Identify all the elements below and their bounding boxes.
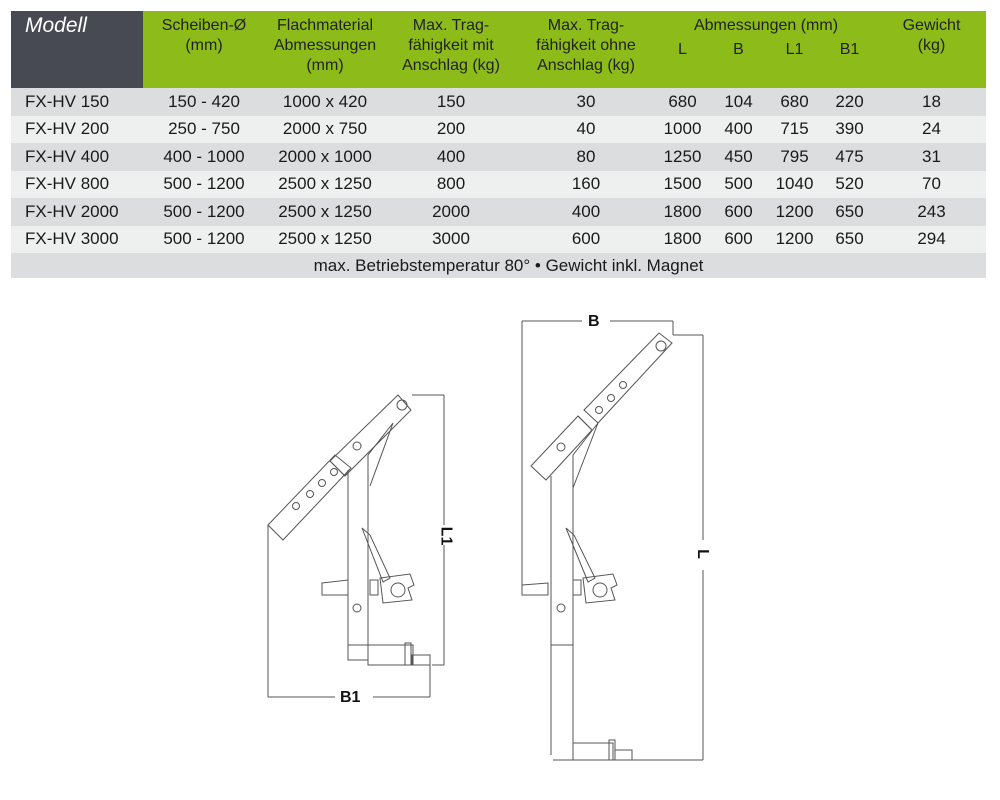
- value-cell: 1800: [663, 201, 702, 221]
- table-row: FX-HV 800 500 - 1200 2500 x 1250 800 160 1500…: [11, 170, 986, 198]
- value-cell: 1500: [663, 174, 702, 194]
- value-cell: 3000: [432, 229, 470, 249]
- value-cell: 160: [571, 174, 601, 194]
- value-cell: 800: [436, 174, 466, 194]
- value-cell: 220: [835, 91, 864, 111]
- table-footer-note: max. Betriebstemperatur 80° • Gewicht in…: [11, 253, 986, 278]
- value-cell: 650: [835, 229, 864, 249]
- header-weight: Gewicht (kg): [877, 11, 986, 88]
- header-model: Modell: [11, 11, 143, 88]
- header-dim-B: B: [733, 41, 744, 58]
- value-cell: 31: [922, 146, 941, 166]
- value-cell: 1800: [663, 229, 702, 249]
- value-cell: 104: [724, 91, 753, 111]
- value-cell: 450: [724, 146, 753, 166]
- value-cell: 150: [436, 91, 466, 111]
- value-cell: 70: [922, 174, 941, 194]
- header-dimensions: Abmessungen (mm) L B L1 B1: [655, 11, 877, 88]
- value-cell: 200: [436, 119, 466, 139]
- value-cell: 250 - 750: [168, 119, 240, 139]
- table-row: FX-HV 150 150 - 420 1000 x 420 150 30 680 104 6…: [11, 88, 986, 116]
- value-cell: 1200: [775, 201, 814, 221]
- value-cell: 2000 x 1000: [278, 146, 372, 166]
- value-cell: 500 - 1200: [163, 229, 245, 249]
- model-cell: FX-HV 150: [25, 91, 110, 111]
- value-cell: 1250: [663, 146, 702, 166]
- value-cell: 1200: [775, 229, 814, 249]
- value-cell: 2500 x 1250: [278, 229, 372, 249]
- spec-table: Modell Scheiben-Ø (mm) Flachmaterial Abm…: [11, 11, 986, 278]
- dim-label-B: B: [588, 313, 600, 330]
- value-cell: 600: [571, 229, 601, 249]
- drawing-left: [267, 394, 445, 698]
- model-cell: FX-HV 2000: [25, 201, 119, 221]
- header-disc-diameter: Scheiben-Ø (mm): [143, 11, 265, 88]
- value-cell: 600: [724, 229, 753, 249]
- header-flat-material: Flachmaterial Abmessungen (mm): [265, 11, 385, 88]
- table-row: FX-HV 400 400 - 1000 2000 x 1000 400 80 1250 4…: [11, 143, 986, 171]
- value-cell: 390: [835, 119, 864, 139]
- value-cell: 600: [724, 201, 753, 221]
- table-row: FX-HV 200 250 - 750 2000 x 750 200 40 1000 400…: [11, 115, 986, 143]
- value-cell: 30: [576, 91, 596, 111]
- value-cell: 24: [922, 119, 941, 139]
- value-cell: 520: [835, 174, 864, 194]
- dim-label-L1: L1: [437, 526, 455, 546]
- header-capacity-without-stop: Max. Trag- fähigkeit ohne Anschlag (kg): [517, 11, 655, 88]
- value-cell: 795: [780, 146, 809, 166]
- drawing-right: [521, 320, 704, 761]
- value-cell: 1040: [775, 174, 814, 194]
- value-cell: 400: [571, 201, 601, 221]
- value-cell: 1000: [663, 119, 702, 139]
- value-cell: 2000: [432, 201, 470, 221]
- value-cell: 150 - 420: [168, 91, 240, 111]
- value-cell: 243: [917, 201, 946, 221]
- value-cell: 80: [576, 146, 596, 166]
- value-cell: 400 - 1000: [163, 146, 245, 166]
- value-cell: 680: [668, 91, 697, 111]
- value-cell: 475: [835, 146, 864, 166]
- model-cell: FX-HV 3000: [25, 229, 119, 249]
- value-cell: 500 - 1200: [163, 201, 245, 221]
- value-cell: 500: [724, 174, 753, 194]
- value-cell: 2500 x 1250: [278, 201, 372, 221]
- value-cell: 294: [917, 229, 946, 249]
- value-cell: 2000 x 750: [282, 119, 368, 139]
- header-dim-L: L: [678, 41, 687, 58]
- model-cell: FX-HV 800: [25, 174, 110, 194]
- model-cell: FX-HV 200: [25, 119, 110, 139]
- value-cell: 400: [724, 119, 753, 139]
- table-row: FX-HV 3000 500 - 1200 2500 x 1250 3000 600 18…: [11, 225, 986, 253]
- value-cell: 680: [780, 91, 809, 111]
- header-capacity-with-stop: Max. Trag- fähigkeit mit Anschlag (kg): [385, 11, 517, 88]
- header-dim-B1: B1: [839, 41, 860, 58]
- value-cell: 400: [436, 146, 466, 166]
- value-cell: 650: [835, 201, 864, 221]
- dim-label-L: L: [693, 549, 711, 559]
- value-cell: 715: [780, 119, 809, 139]
- value-cell: 1000 x 420: [282, 91, 368, 111]
- value-cell: 18: [922, 91, 941, 111]
- value-cell: 2500 x 1250: [278, 174, 372, 194]
- dim-label-B1: B1: [340, 689, 361, 706]
- table-row: FX-HV 2000 500 - 1200 2500 x 1250 2000 400 18…: [11, 198, 986, 226]
- value-cell: 40: [576, 119, 596, 139]
- value-cell: 500 - 1200: [163, 174, 245, 194]
- table-header: Modell Scheiben-Ø (mm) Flachmaterial Abm…: [11, 11, 986, 88]
- header-dim-L1: L1: [785, 41, 804, 58]
- model-cell: FX-HV 400: [25, 146, 110, 166]
